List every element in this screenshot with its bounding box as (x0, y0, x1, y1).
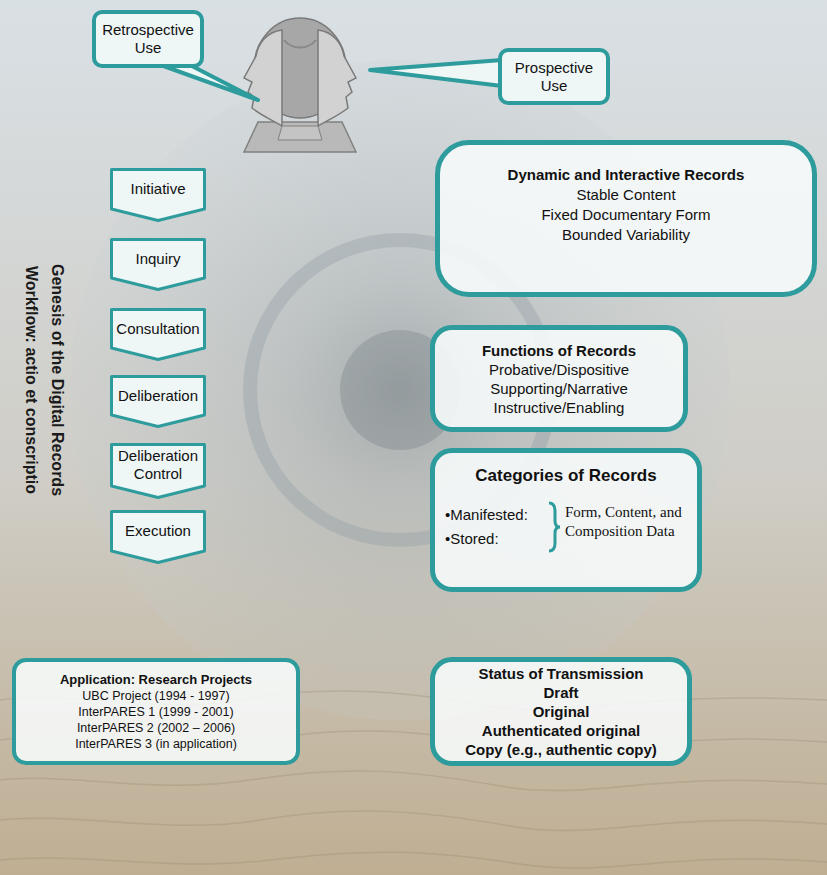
vertical-label: Genesis of the Digital Records (46, 160, 68, 600)
box-text: Fixed Documentary Form (541, 205, 710, 225)
background-script (0, 691, 827, 868)
chevron-shape (112, 170, 205, 221)
callout-box: Prospective Use (498, 48, 610, 105)
box-heading: Status of Transmission (478, 664, 643, 683)
box-text: Original (533, 702, 590, 721)
chevron-shape (112, 445, 205, 498)
box-text: InterPARES 1 (1999 - 2001) (78, 704, 233, 720)
retrospective-tail (158, 64, 258, 100)
concept-box: Functions of RecordsProbative/Dispositiv… (430, 325, 688, 432)
left-face (244, 30, 282, 126)
workflow-chevron: Execution (110, 510, 206, 564)
box-text: Initiative (130, 180, 185, 198)
concept-box: Categories of Records •Manifested: •Stored… (430, 448, 702, 592)
box-text: Copy (e.g., authentic copy) (465, 740, 657, 759)
workflow-chevron: Deliberation (110, 375, 206, 428)
box-heading: Categories of Records (435, 465, 697, 487)
concept-box: Dynamic and Interactive RecordsStable Co… (435, 140, 817, 297)
vertical-label: Workflow: actio et conscriptio (20, 160, 42, 600)
box-heading: Application: Research Projects (60, 671, 252, 688)
chevron-shape (112, 512, 205, 563)
curly-bracket (547, 501, 561, 553)
box-text: Bounded Variability (562, 225, 690, 245)
box-text: Probative/Dispositive (489, 360, 629, 379)
projects-box: Application: Research ProjectsUBC Projec… (12, 658, 300, 765)
workflow-chevron: Initiative (110, 168, 206, 222)
box-heading: Functions of Records (482, 341, 636, 360)
box-text: Deliberation (118, 387, 198, 405)
hair-band (284, 40, 316, 48)
workflow-chevron: Inquiry (110, 238, 206, 291)
box-text: Supporting/Narrative (490, 379, 628, 398)
bust-base (244, 122, 356, 152)
box-text: •Manifested: (445, 505, 528, 525)
neck (278, 126, 322, 140)
box-text: Deliberation Control (114, 447, 202, 483)
box-text: Draft (543, 683, 578, 702)
box-text: Instructive/Enabling (494, 398, 625, 417)
box-text: Stable Content (576, 185, 675, 205)
chevron-shape (112, 377, 205, 427)
box-text: Execution (125, 522, 191, 540)
prospective-tail (370, 60, 502, 86)
box-text: InterPARES 3 (in application) (75, 736, 237, 752)
box-text: InterPARES 2 (2002 – 2006) (77, 720, 235, 736)
box-text: Authenticated original (482, 721, 640, 740)
box-text: UBC Project (1994 - 1997) (82, 688, 229, 704)
box-text: Inquiry (135, 250, 180, 268)
workflow-chevron: Consultation (110, 308, 206, 361)
right-face (318, 30, 356, 126)
chevron-shape (112, 310, 205, 360)
box-text: Form, Content, and Composition Data (565, 503, 691, 541)
status-box: Status of TransmissionDraftOriginalAuthe… (430, 657, 692, 766)
chevron-shape (112, 240, 205, 290)
box-text: •Stored: (445, 529, 499, 549)
box-text: Retrospective Use (100, 21, 196, 57)
box-text: Prospective Use (506, 59, 602, 95)
workflow-chevron: Deliberation Control (110, 443, 206, 499)
callout-box: Retrospective Use (92, 10, 204, 68)
box-text: Consultation (116, 320, 199, 338)
box-heading: Dynamic and Interactive Records (508, 165, 745, 185)
